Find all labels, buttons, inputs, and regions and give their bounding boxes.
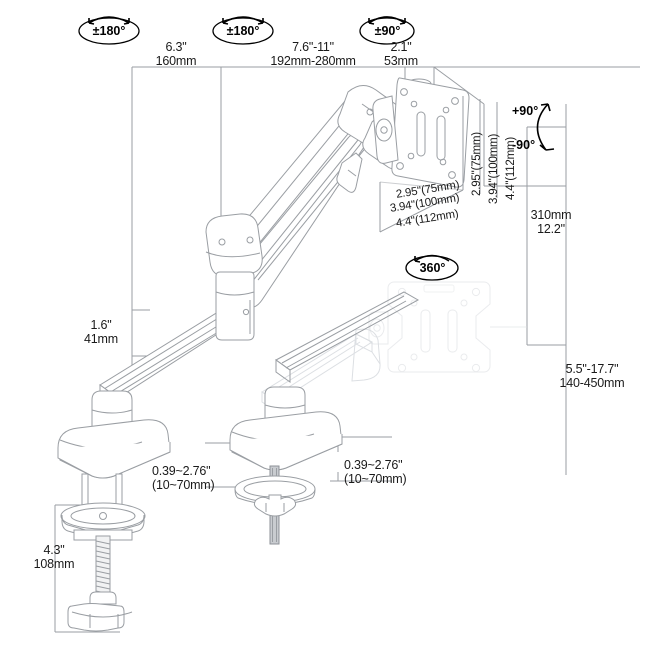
dim-clamp-height-mm: 108mm [33, 557, 75, 571]
dim-height-range-mm: 140-450mm [559, 376, 625, 390]
dim-outer-arm-mm: 192mm-280mm [270, 54, 356, 68]
rotation-badge-head-tilt: ±90° [374, 24, 401, 38]
vesa-75-vertical: 2.95"(75mm) [471, 132, 483, 196]
dim-head-depth: 2.1" 53mm [372, 40, 430, 68]
dim-travel: 310mm 12.2" [516, 208, 586, 236]
ghost-vesa-plate [368, 281, 527, 373]
rotation-badge-base: ±180° [92, 24, 126, 38]
dim-outer-arm-inch: 7.6"-11" [292, 40, 334, 54]
rotation-badge-vesa-360: 360° [419, 261, 446, 275]
dim-clamp-height: 4.3" 108mm [16, 543, 92, 571]
vesa-dimension-leaders [379, 96, 498, 233]
dim-inner-arm-inch: 6.3" [165, 40, 187, 54]
dim-clamp-height-inch: 4.3" [43, 543, 65, 557]
dim-clamp-range-right-mm: (10~70mm) [344, 472, 407, 486]
tilt-down-label: -90° [512, 138, 536, 152]
c-clamp-assembly [60, 473, 146, 632]
dimension-lines [54, 66, 640, 633]
dim-inner-arm: 6.3" 160mm [140, 40, 212, 68]
dim-clamp-range-right-inch: 0.39~2.76" [344, 458, 403, 472]
dim-clamp-range-right: 0.39~2.76" (10~70mm) [344, 458, 456, 486]
dim-arm-thickness: 1.6" 41mm [68, 318, 134, 346]
dim-head-depth-mm: 53mm [384, 54, 418, 68]
lower-arm-assembly [57, 311, 237, 479]
dim-clamp-range-left: 0.39~2.76" (10~70mm) [152, 464, 264, 492]
dim-clamp-range-left-mm: (10~70mm) [152, 478, 215, 492]
dim-outer-arm: 7.6"-11" 192mm-280mm [248, 40, 378, 68]
rotation-badge-shapes [78, 16, 459, 281]
vesa-112-vertical: 4.4"(112mm) [505, 136, 517, 200]
dim-clamp-range-left-inch: 0.39~2.76" [152, 464, 211, 478]
dim-head-depth-inch: 2.1" [390, 40, 412, 54]
grommet-mount-assembly [229, 291, 420, 545]
rotation-badge-elbow: ±180° [226, 24, 260, 38]
dim-travel-mm: 310mm [530, 208, 572, 222]
dim-arm-thickness-inch: 1.6" [90, 318, 112, 332]
dim-height-range-inch: 5.5"-17.7" [565, 362, 619, 376]
dim-inner-arm-mm: 160mm [155, 54, 197, 68]
gas-spring-arm [205, 85, 416, 341]
tilt-arc-arrow [536, 103, 555, 151]
vesa-plate [372, 77, 470, 188]
dim-travel-inch: 12.2" [537, 222, 565, 236]
dim-height-range: 5.5"-17.7" 140-450mm [536, 362, 648, 390]
vesa-100-vertical: 3.94"(100mm) [488, 133, 500, 204]
dim-arm-thickness-mm: 41mm [84, 332, 118, 346]
tilt-up-label: +90° [512, 104, 539, 118]
